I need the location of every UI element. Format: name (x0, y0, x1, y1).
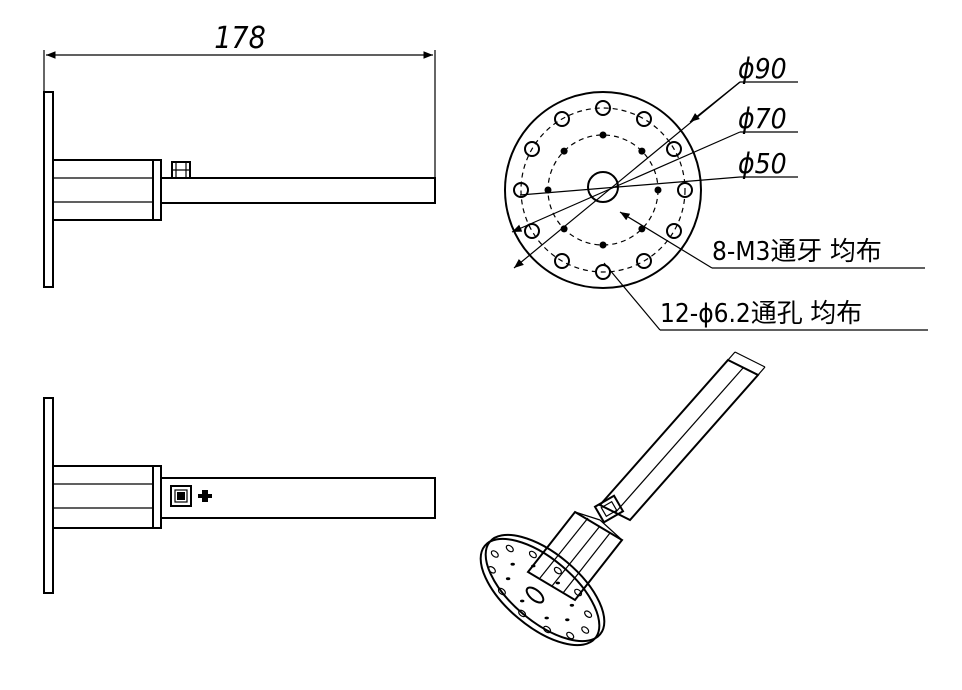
threaded-hole (560, 147, 568, 155)
square-tube-plan (160, 477, 436, 519)
through-holes-pattern (513, 100, 693, 280)
threaded-hole (638, 147, 646, 155)
through-hole (677, 182, 693, 198)
iso-through-hole (528, 550, 537, 559)
iso-through-hole (497, 587, 506, 596)
threaded-holes-pattern (544, 131, 662, 249)
iso-threaded-hole (555, 581, 560, 585)
set-screw (171, 161, 191, 179)
iso-threaded-hole (544, 616, 549, 620)
iso-square-tube (598, 351, 766, 522)
iso-sleeve (526, 510, 624, 602)
mounting-flange-plan (43, 397, 54, 594)
through-hole (513, 182, 529, 198)
iso-threaded-hole (531, 564, 536, 568)
threaded-hole (638, 225, 646, 233)
sleeve-collar-plan (152, 465, 162, 529)
iso-threaded-hole (569, 603, 575, 607)
sleeve-body (52, 159, 154, 221)
through-hole (636, 253, 652, 269)
iso-flange (479, 533, 606, 647)
sleeve-body-plan (52, 465, 154, 529)
through-hole (524, 223, 540, 239)
diameter-leaders (511, 81, 798, 269)
threaded-hole (599, 131, 607, 139)
flange-face-view: ϕ90 ϕ70 ϕ50 8-M3通牙 均布 12-ϕ6.2通孔 均布 (504, 52, 928, 331)
iso-threaded-hole (505, 577, 511, 581)
sleeve-collar (152, 159, 162, 221)
threaded-hole (544, 186, 552, 194)
front-elevation-view: 178 (43, 21, 436, 288)
isometric-view (479, 351, 766, 647)
through-hole (524, 141, 540, 157)
diameter-70-label: ϕ70 (738, 102, 787, 135)
threaded-hole (654, 186, 662, 194)
threaded-holes-callout: 8-M3通牙 均布 (712, 237, 882, 267)
diameter-90-label: ϕ90 (738, 52, 787, 85)
mounting-flange (43, 91, 54, 288)
iso-threaded-hole (520, 599, 525, 603)
through-hole (636, 111, 652, 127)
threaded-hole (599, 241, 607, 249)
length-dimension: 178 (43, 21, 436, 178)
set-screw-pin (198, 490, 212, 502)
plan-view (43, 397, 436, 594)
iso-threaded-hole (565, 618, 570, 622)
set-screw-top (170, 485, 192, 507)
flange-outer-circle (504, 91, 702, 289)
iso-through-hole (490, 550, 499, 558)
bolt-circle-70 (520, 107, 686, 273)
through-hole (666, 141, 682, 157)
square-tube (160, 177, 436, 204)
iso-through-hole (487, 565, 496, 574)
through-hole (666, 223, 682, 239)
iso-through-hole (505, 544, 514, 553)
iso-through-hole (518, 609, 527, 618)
iso-through-hole (581, 626, 590, 634)
iso-through-hole (553, 566, 562, 575)
diameter-50-label: ϕ50 (738, 147, 787, 180)
callout-leaders (603, 211, 928, 331)
threaded-hole (560, 225, 568, 233)
through-hole (595, 100, 611, 116)
iso-through-hole (543, 625, 552, 634)
length-dimension-label: 178 (214, 21, 266, 56)
through-hole (554, 253, 570, 269)
iso-through-hole (574, 588, 583, 597)
iso-threaded-hole (510, 562, 515, 566)
through-hole (554, 111, 570, 127)
through-hole (595, 264, 611, 280)
iso-through-hole (566, 631, 575, 640)
iso-set-screw (593, 494, 625, 524)
iso-through-hole (584, 610, 593, 619)
through-holes-callout: 12-ϕ6.2通孔 均布 (660, 299, 862, 329)
